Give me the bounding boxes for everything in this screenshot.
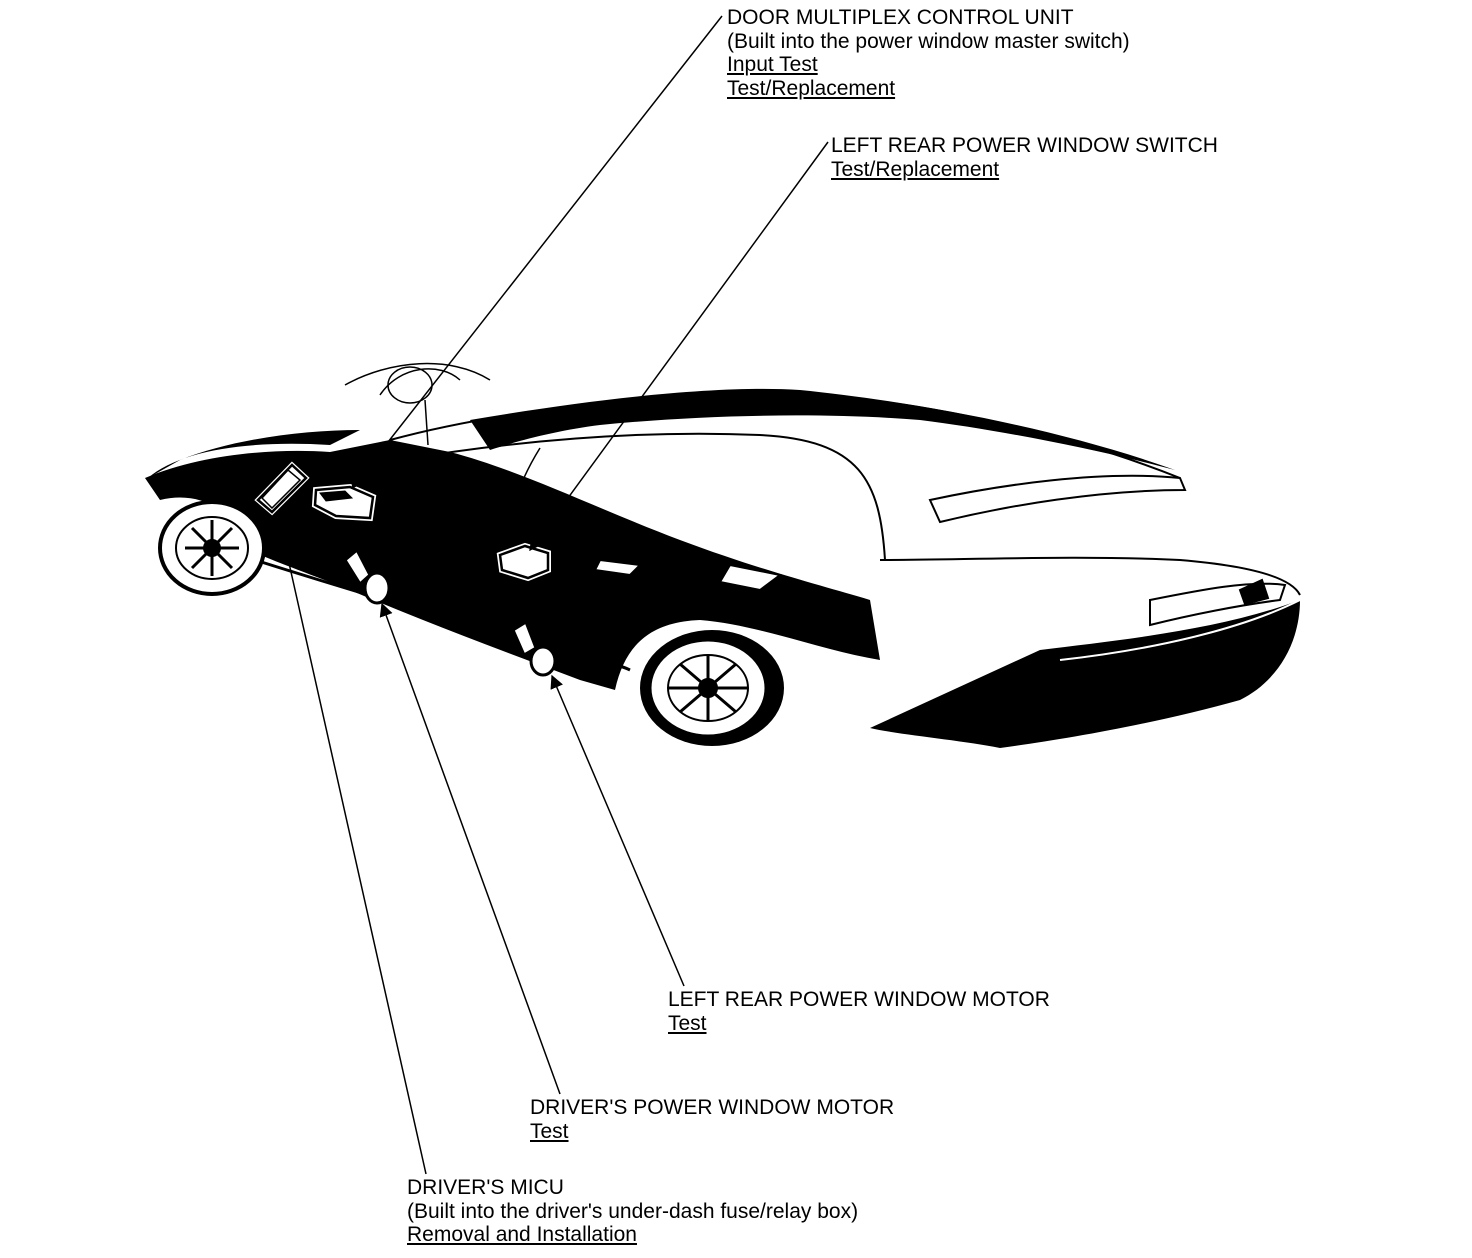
leader-driver-motor [379,602,561,1095]
component-markers [254,461,557,677]
left-rear-window-motor [511,619,557,677]
front-wheel [158,500,266,596]
leader-door-multiplex [351,15,723,490]
test-link[interactable]: Test [668,1011,707,1035]
driver-micu-box [254,461,310,516]
callout-note: (Built into the driver's under-dash fuse… [407,1199,859,1223]
callout-title: DRIVER'S MICU [407,1176,564,1199]
door-multiplex-unit-box [311,483,377,522]
driver-window-motor [343,547,391,605]
leader-left-rear-switch [529,141,829,552]
left-rear-switch-box [496,542,551,582]
leader-left-rear-motor [550,674,685,987]
callout-title: LEFT REAR POWER WINDOW MOTOR [668,988,1050,1011]
callout-note: (Built into the power window master swit… [727,29,1130,53]
callout-door-multiplex: DOOR MULTIPLEX CONTROL UNIT (Built into … [727,6,1130,100]
test-replacement-link[interactable]: Test/Replacement [831,157,1000,181]
callout-left-rear-switch: LEFT REAR POWER WINDOW SWITCH Test/Repla… [831,134,1218,181]
callout-driver-motor: DRIVER'S POWER WINDOW MOTOR Test [530,1096,894,1143]
callout-title: DRIVER'S POWER WINDOW MOTOR [530,1096,895,1119]
callout-left-rear-motor: LEFT REAR POWER WINDOW MOTOR Test [668,988,1050,1035]
test-replacement-link[interactable]: Test/Replacement [727,76,896,100]
leader-lines [274,15,829,1175]
input-test-link[interactable]: Input Test [727,53,818,76]
test-link[interactable]: Test [530,1119,569,1143]
rear-wheel [640,630,784,746]
leader-driver-micu [274,512,427,1175]
callout-title: DOOR MULTIPLEX CONTROL UNIT [727,6,1074,29]
callout-title: LEFT REAR POWER WINDOW SWITCH [831,134,1218,157]
callout-driver-micu: DRIVER'S MICU (Built into the driver's u… [407,1176,858,1247]
removal-installation-link[interactable]: Removal and Installation [407,1223,637,1246]
